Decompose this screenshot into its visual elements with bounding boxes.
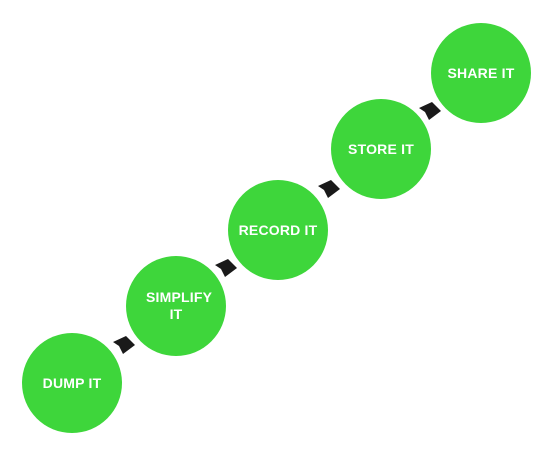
step-label-simplify-it: SIMPLIFY IT [146,289,213,322]
step-label-share-it: SHARE IT [447,64,515,81]
step-simplify-it: SIMPLIFY IT [126,256,226,356]
chevron-right-icon [215,259,237,277]
step-label-record-it: RECORD IT [238,221,318,238]
step-record-it: RECORD IT [228,180,328,280]
chevron-right-icon [113,336,135,354]
step-label-store-it: STORE IT [348,140,414,157]
step-label-dump-it: DUMP IT [42,374,102,391]
chevron-right-icon [419,102,441,120]
chevron-right-icon [318,180,340,198]
step-dump-it: DUMP IT [22,333,122,433]
step-share-it: SHARE IT [431,23,531,123]
step-store-it: STORE IT [331,99,431,199]
